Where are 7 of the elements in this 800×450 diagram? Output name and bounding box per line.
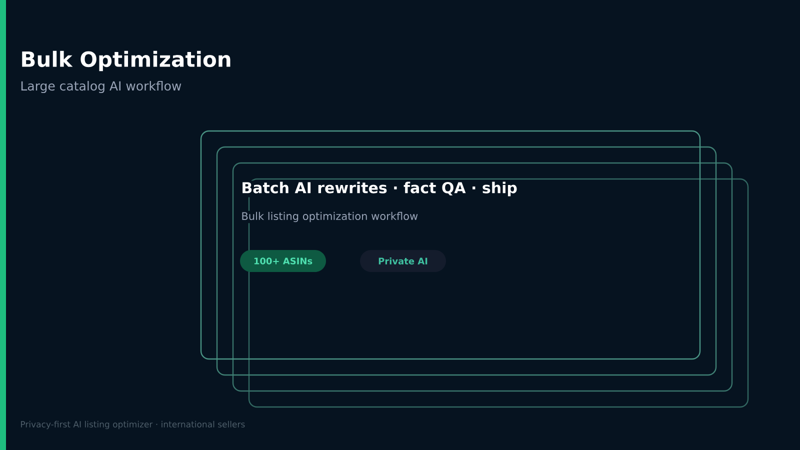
card-heading: Batch AI rewrites · fact QA · ship: [242, 182, 517, 196]
card-description: Bulk listing optimization workflow: [242, 212, 418, 222]
tag-pill: Private AI: [360, 250, 446, 272]
tag-pill: 100+ ASINs: [240, 250, 326, 272]
subtitle: Large catalog AI workflow: [21, 80, 182, 94]
page-title: Bulk Optimization: [22, 50, 230, 72]
footer-note: Privacy-first AI listing optimizer · international sellers: [21, 420, 245, 430]
